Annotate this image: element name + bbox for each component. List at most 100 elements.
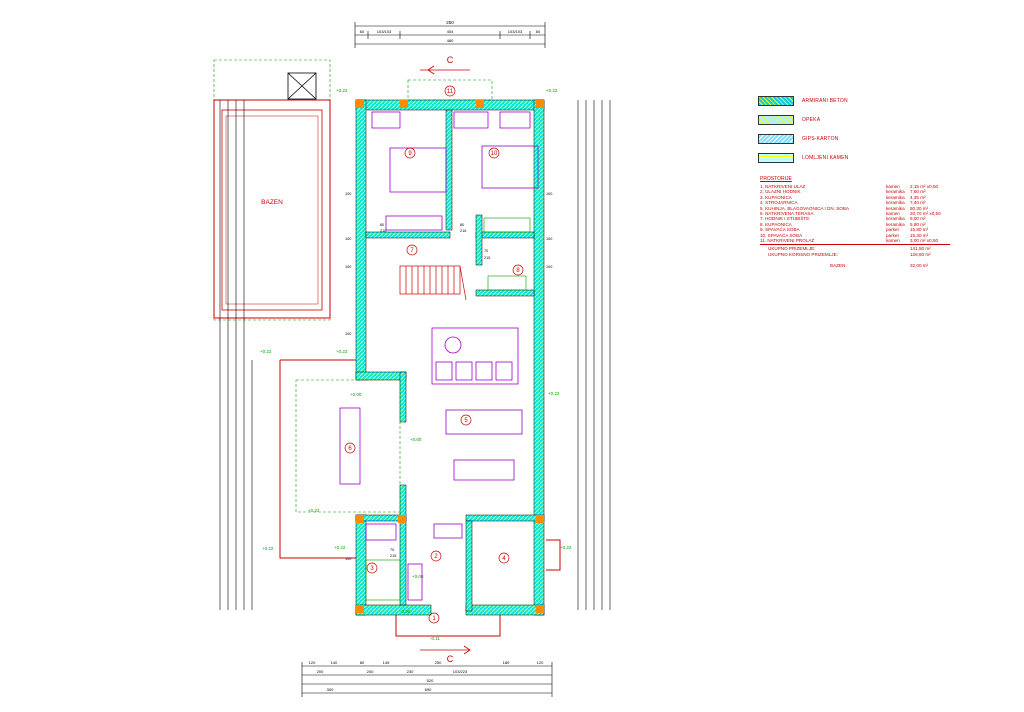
room-name: 1. NATKRIVENI ULAZ (760, 184, 806, 189)
level-mark: +0.22 (546, 88, 558, 93)
room-area: 7,60 m² (910, 189, 926, 195)
pool (213, 59, 331, 321)
room-area: 2,15 m² x0,50 (910, 184, 939, 189)
dim-label: 690 (425, 687, 432, 692)
section-label-bottom: C (447, 654, 454, 664)
dim-label: 140 (331, 660, 338, 665)
legend-item-reinforced-concrete: ARMIRANI BETON (758, 92, 958, 110)
legend-item-brick: OPEKA (758, 111, 958, 129)
room-area: 3,00 m² x0,50 (910, 237, 939, 243)
room-number-8: 8 (516, 268, 520, 274)
dim-top-60a: 60 (360, 29, 365, 34)
total-row: UKUPNO KORISNO PRIZEMLJE: 128,60 m² (760, 252, 950, 257)
dim-top-103b: 103/103 (508, 29, 523, 34)
material-legend: ARMIRANI BETON OPEKA GIPS-KARTON LOMLJEN… (758, 92, 958, 168)
room-floor: keramika (886, 205, 905, 211)
total-name: UKUPNO KORISNO PRIZEMLJE: (768, 251, 838, 257)
dim-label: 250 (435, 660, 442, 665)
room-number-11: 11 (447, 89, 454, 95)
room-row: 9. SPAVAĆA SOBA parket 15,80 m² (760, 227, 950, 232)
dim-label: 200 (317, 669, 324, 674)
level-mark: -0.05 (400, 609, 411, 614)
room-area: 4,35 m² (910, 194, 926, 200)
dim-label: 120 (309, 660, 316, 665)
dim-top-60b: 60 (536, 29, 541, 34)
room-number-10: 10 (491, 151, 498, 157)
pool-area-row: BAZEN 32,00 m² (760, 263, 950, 268)
room-number-3: 3 (370, 566, 374, 572)
dim-label: 300 (327, 687, 334, 692)
furniture (365, 111, 539, 601)
room-name: 10. SPAVAĆA SOBA (760, 232, 803, 238)
room-row: 2. ULAZNI HODNIK keramika 7,60 m² (760, 189, 950, 194)
level-mark: +0.22 (336, 88, 348, 93)
dim-top-250: 250 (446, 20, 454, 25)
room-name: 2. ULAZNI HODNIK (760, 189, 801, 195)
room-number-7: 7 (410, 248, 414, 254)
legend-label: OPEKA (802, 117, 821, 123)
room-name: 4. STROJARNICA (760, 200, 798, 206)
room-area: 9,00 m² (910, 216, 926, 222)
room-name: 9. SPAVAĆA SOBA (760, 227, 800, 233)
room-area: 7,40 m² (910, 200, 926, 206)
room-floor: keramika (886, 194, 905, 200)
dim-label: 80 (460, 223, 464, 227)
level-mark: +0.22 (262, 546, 274, 551)
room-floor: parket (886, 227, 899, 233)
dim-label: 100 (345, 332, 351, 336)
dim-label: 100 (546, 192, 552, 196)
total-area: 141,50 m² (910, 246, 931, 252)
room-area: 15,80 m² (910, 227, 929, 233)
dim-top-480: 480 (447, 38, 454, 43)
section-mark-bottom (420, 645, 471, 655)
room-area: 5,80 m² (910, 221, 926, 227)
pool-label: BAZEN (261, 199, 283, 206)
machinery-room-door (546, 539, 561, 571)
room-name: 5. KUHINJA, BLAGOVAONICA I DN. SOBA (760, 205, 850, 211)
legend-label: GIPS-KARTON (802, 136, 839, 142)
right-dimensions (577, 100, 611, 610)
room-number-1: 1 (432, 616, 436, 622)
terrace (279, 359, 401, 559)
room-area: 15,30 m² (910, 232, 929, 238)
dim-label: 100 (345, 557, 351, 561)
dim-label: 100 (345, 192, 351, 196)
room-area: 50,30 m² (910, 205, 929, 211)
level-mark: +0.00 (412, 574, 424, 579)
room-name: 7. HODNIK I STUBIŠTE (760, 216, 810, 222)
dim-label: 215 (390, 554, 396, 558)
room-number-6: 6 (348, 446, 352, 452)
room-number-2: 2 (434, 554, 438, 560)
dim-label: 100 (345, 237, 351, 241)
left-dimensions (219, 100, 253, 610)
level-mark: +0.22 (336, 349, 348, 354)
room-numbers (344, 85, 524, 624)
room-floor: keramika (886, 189, 905, 195)
dim-label: 215 (484, 256, 490, 260)
total-area: 128,60 m² (910, 251, 931, 257)
room-number-9: 9 (408, 151, 412, 157)
room-row: 4. STROJARNICA keramika 7,40 m² (760, 200, 950, 205)
total-name: UKUPNO PRIZEMLJE: (768, 246, 816, 252)
room-row: 5. KUHINJA, BLAGOVAONICA I DN. SOBA keram… (760, 206, 950, 211)
dim-label: 100 (546, 237, 552, 241)
staircase (399, 265, 467, 301)
dim-label: 70 (484, 249, 488, 253)
section-label-top: C (447, 55, 454, 65)
bottom-dimensions (301, 662, 553, 697)
dim-top-454: 454 (447, 29, 454, 34)
dim-label: 230 (407, 669, 414, 674)
room-floor: keramika (886, 216, 905, 222)
legend-item-crushed-stone: LOMLJENI KAMEN (758, 149, 958, 167)
level-mark: +0.22 (560, 545, 572, 550)
legend-swatch (758, 134, 794, 144)
room-floor: keramika (886, 200, 905, 206)
room-floor: kamen (886, 210, 900, 216)
room-area: 20,70 m² x0,50 (910, 210, 941, 216)
level-mark: +0.00 (350, 392, 362, 397)
room-name: 8. KUPAONICA (760, 221, 792, 227)
